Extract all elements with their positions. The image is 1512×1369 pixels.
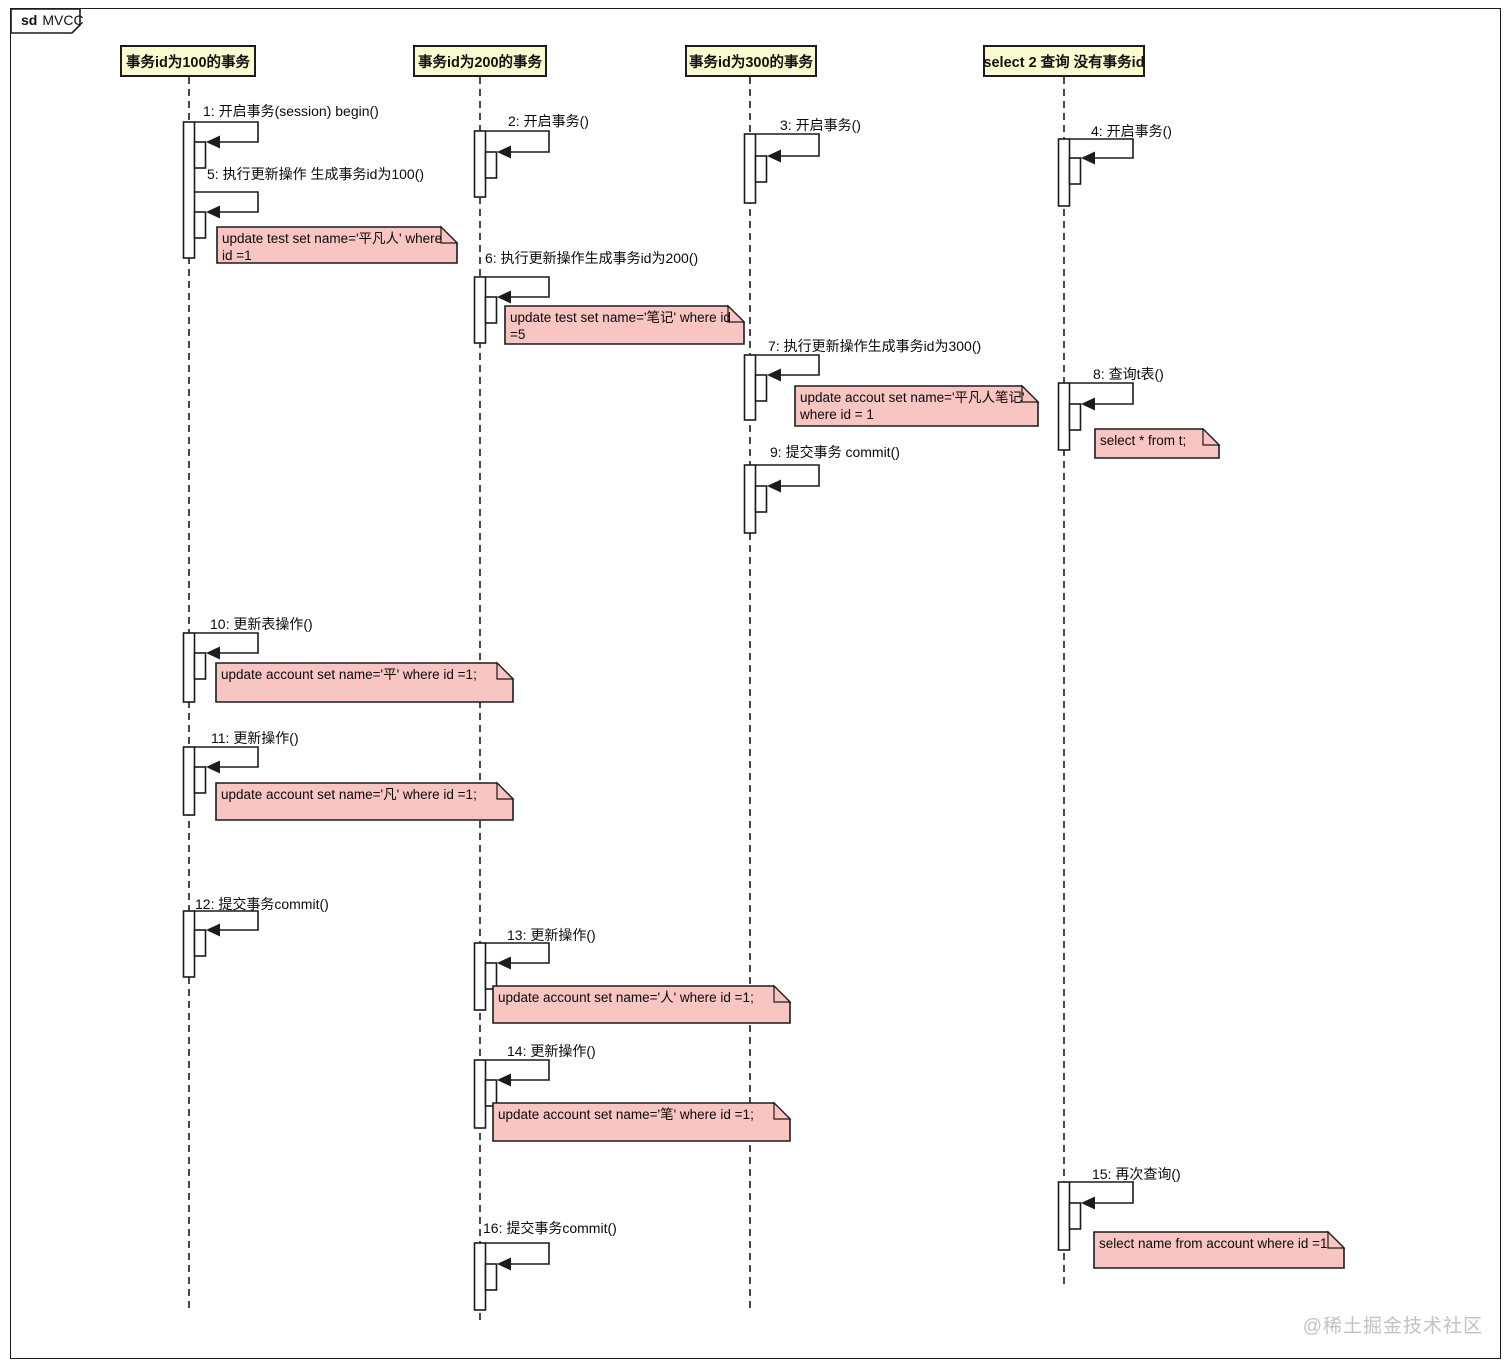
activation-bar [182, 121, 196, 259]
activation-bar [182, 632, 196, 703]
frame-keyword: sd [21, 12, 38, 28]
message-arrowhead [497, 1073, 511, 1087]
message-arrowhead [206, 205, 220, 219]
note-shape [216, 226, 458, 264]
note-shape [492, 1102, 791, 1142]
message-arrowhead [497, 145, 511, 159]
activation-bar [1057, 138, 1071, 207]
self-message-line [755, 464, 820, 487]
activation-bar [182, 746, 196, 816]
message-arrowhead [497, 956, 511, 970]
note-fold [1021, 384, 1040, 403]
note-fold [773, 984, 792, 1003]
message-arrowhead [497, 290, 511, 304]
nested-activation-bar [484, 1079, 498, 1107]
nested-activation-bar [754, 485, 768, 513]
diagram-frame [10, 8, 1501, 1359]
self-message-line [755, 354, 820, 376]
nested-activation-bar [484, 296, 498, 324]
watermark: @稀土掘金技术社区 [1302, 1316, 1483, 1337]
self-message-line [194, 191, 259, 213]
note-fold [496, 661, 515, 680]
self-message-line [194, 632, 259, 654]
activation-bar [473, 942, 487, 1011]
note-shape [492, 985, 791, 1024]
note-shape [1094, 428, 1220, 459]
self-message-line [194, 746, 259, 768]
message-arrowhead [1081, 151, 1095, 165]
self-message-line [194, 910, 259, 931]
self-message-line [485, 1059, 550, 1081]
nested-activation-bar [484, 1263, 498, 1291]
nested-activation-bar [193, 929, 207, 957]
message-arrowhead [1081, 1196, 1095, 1210]
message-arrowhead [497, 1257, 511, 1271]
nested-activation-bar [193, 211, 207, 239]
message-arrowhead [206, 646, 220, 660]
self-message-line [1069, 382, 1134, 405]
message-arrowhead [206, 760, 220, 774]
nested-activation-bar [193, 141, 207, 169]
nested-activation-bar [1068, 403, 1082, 431]
activation-bar [1057, 1181, 1071, 1251]
note-fold [1202, 427, 1221, 446]
nested-activation-bar [484, 962, 498, 990]
message-arrowhead [767, 368, 781, 382]
note-shape [215, 662, 514, 703]
message-arrowhead [767, 479, 781, 493]
activation-bar [473, 1059, 487, 1129]
activation-bar [743, 464, 757, 534]
nested-activation-bar [1068, 157, 1082, 185]
note-fold [440, 225, 459, 244]
activation-bar [182, 910, 196, 978]
message-arrowhead [1081, 397, 1095, 411]
self-message-line [485, 130, 550, 153]
note-shape [794, 385, 1039, 427]
nested-activation-bar [754, 155, 768, 183]
note-shape [504, 305, 745, 345]
self-message-line [485, 942, 550, 964]
self-message-line [194, 121, 259, 143]
self-message-line [485, 1242, 550, 1265]
nested-activation-bar [484, 151, 498, 179]
note-shape [1093, 1231, 1345, 1269]
message-arrowhead [767, 149, 781, 163]
activation-bar [473, 276, 487, 344]
frame-tab-shape [10, 8, 81, 34]
note-fold [1327, 1230, 1346, 1249]
message-arrowhead [206, 923, 220, 937]
nested-activation-bar [1068, 1202, 1082, 1230]
activation-bar [743, 354, 757, 421]
nested-activation-bar [193, 652, 207, 680]
self-message-line [485, 276, 550, 298]
message-arrowhead [206, 135, 220, 149]
activation-bar [473, 1242, 487, 1311]
activation-bar [743, 133, 757, 204]
note-fold [727, 304, 746, 323]
nested-activation-bar [754, 374, 768, 402]
self-message-line [1069, 138, 1134, 159]
frame-name: MVCC [42, 12, 84, 28]
activation-bar [1057, 382, 1071, 451]
note-fold [773, 1101, 792, 1120]
note-shape [215, 782, 514, 821]
self-message-line [1069, 1181, 1134, 1204]
activation-bar [473, 130, 487, 198]
nested-activation-bar [193, 766, 207, 794]
note-fold [496, 781, 515, 800]
self-message-line [755, 133, 820, 157]
